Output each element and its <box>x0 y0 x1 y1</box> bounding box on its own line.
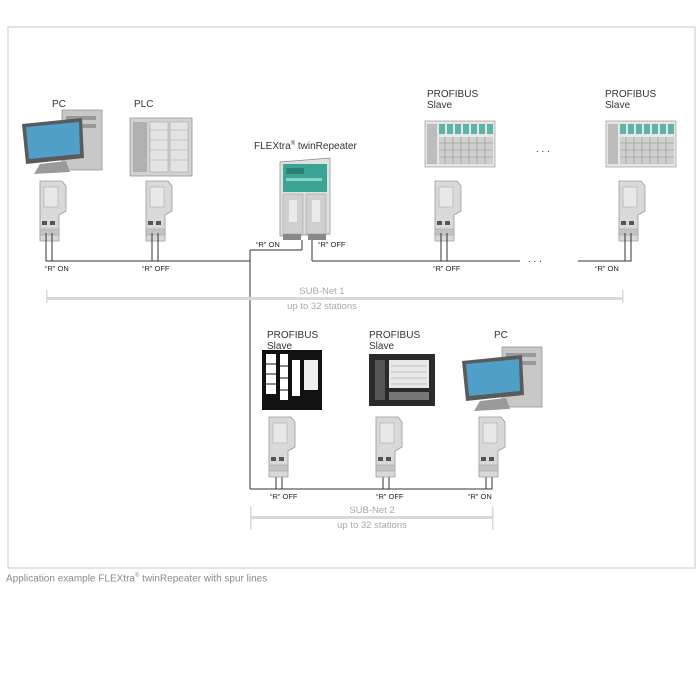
pc-bottom-label: PC <box>494 330 508 341</box>
profibus-slave-bottom-1-line1: PROFIBUS <box>267 330 318 341</box>
termination-label-repeater-left: “R” ON <box>256 240 280 249</box>
profibus-slave-bottom-1-line2: Slave <box>267 341 292 352</box>
bus-connector-pc-bottom <box>478 416 506 478</box>
termination-label-slave-bottom-2: “R” OFF <box>376 492 404 501</box>
profibus-slave-top-2-line2: Slave <box>605 100 630 111</box>
profibus-slave-top-2-line1: PROFIBUS <box>605 89 656 100</box>
termination-label-slave-top-2: “R” ON <box>595 264 619 273</box>
bus-connector-slave-top-2 <box>618 180 646 242</box>
profibus-slave-top-2-icon <box>605 120 677 168</box>
bus-connector-slave-bottom-2 <box>375 416 403 478</box>
pc-top-label: PC <box>52 99 66 110</box>
bus-line-subnet-1 <box>45 233 632 262</box>
termination-label-plc-top: “R” OFF <box>142 264 170 273</box>
plc-label: PLC <box>134 99 153 110</box>
profibus-slave-bottom-2-line1: PROFIBUS <box>369 330 420 341</box>
subnet-2-range-bar <box>250 507 494 530</box>
bus-connector-slave-bottom-1 <box>268 416 296 478</box>
pc-icon <box>21 109 103 175</box>
ellipsis-bus: . . . <box>528 254 542 265</box>
subnet-1-name: SUB-Net 1 <box>299 286 344 297</box>
profibus-slave-bottom-2-icon <box>368 353 436 407</box>
repeater-reg: ® <box>291 140 296 147</box>
bus-connector-pc-top <box>39 180 67 242</box>
repeater-label: FLEXtra® twinRepeater <box>254 140 357 152</box>
diagram-frame <box>7 26 696 569</box>
repeater-suffix: twinRepeater <box>295 141 357 152</box>
profibus-slave-top-1-icon <box>424 120 496 168</box>
bus-connector-slave-top-1 <box>434 180 462 242</box>
termination-label-pc-top: “R” ON <box>45 264 69 273</box>
termination-label-repeater-right: “R” OFF <box>318 240 346 249</box>
subnet-1-stations: up to 32 stations <box>287 301 357 312</box>
caption-reg: ® <box>134 573 140 579</box>
ellipsis-top: . . . <box>536 144 550 155</box>
figure-caption: Application example FLEXtra® twinRepeate… <box>6 573 267 584</box>
caption-suffix: twinRepeater with spur lines <box>139 573 268 585</box>
profibus-slave-bottom-1-icon <box>261 349 323 411</box>
pc-bottom-icon <box>461 346 543 412</box>
bus-connector-plc-top <box>145 180 173 242</box>
repeater-name: FLEXtra <box>254 141 291 152</box>
subnet-2-stations: up to 32 stations <box>337 520 407 531</box>
profibus-slave-top-1-line2: Slave <box>427 100 452 111</box>
profibus-slave-bottom-2-line2: Slave <box>369 341 394 352</box>
termination-label-slave-bottom-1: “R” OFF <box>270 492 298 501</box>
profibus-slave-top-1-line1: PROFIBUS <box>427 89 478 100</box>
twin-repeater-icon <box>279 157 331 240</box>
termination-label-slave-top-1: “R” OFF <box>433 264 461 273</box>
caption-prefix: Application example FLEXtra <box>6 573 135 585</box>
plc-icon <box>129 117 193 177</box>
termination-label-pc-bottom: “R” ON <box>468 492 492 501</box>
subnet-2-name: SUB-Net 2 <box>349 505 394 516</box>
subnet-1-range-bar <box>46 290 624 303</box>
